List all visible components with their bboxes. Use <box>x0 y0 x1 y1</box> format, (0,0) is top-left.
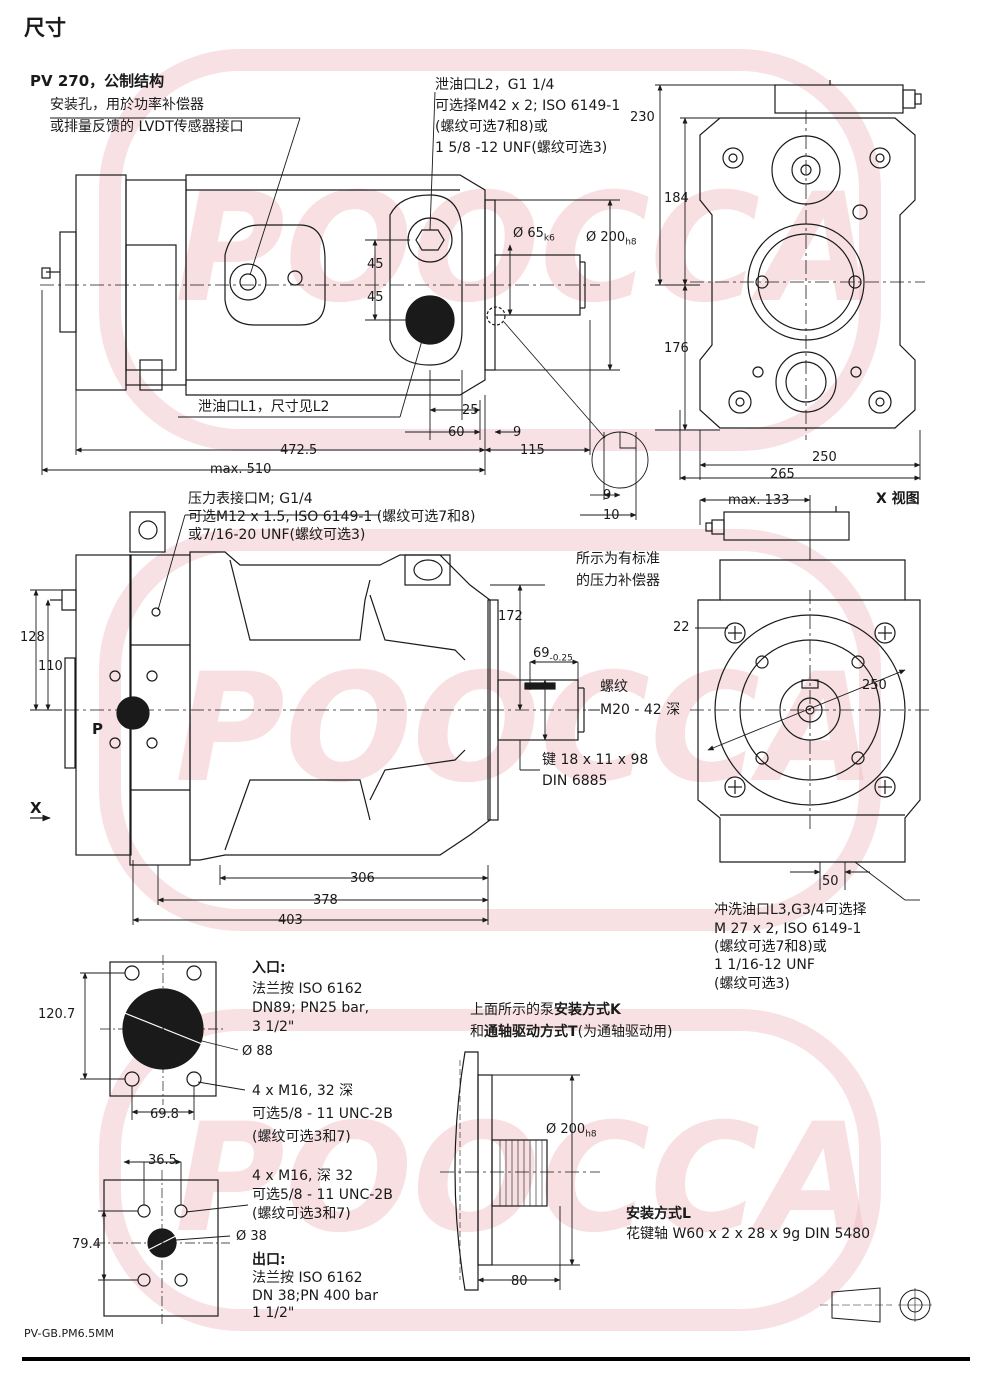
compensator-note-1: 所示为有标准 <box>576 551 660 567</box>
mount-l-title: 安装方式L <box>626 1206 691 1222</box>
dim-max-133: max. 133 <box>728 493 790 508</box>
pressure-port-label: P <box>92 720 103 738</box>
outlet-line-2: DN 38;PN 400 bar <box>252 1288 378 1304</box>
detail-dim-10: 10 <box>603 508 620 523</box>
outlet-line-3: 1 1/2" <box>252 1305 295 1321</box>
dim-36-5: 36.5 <box>148 1153 177 1168</box>
dim-45-up: 45 <box>367 257 384 272</box>
dim-472-5: 472.5 <box>280 443 318 458</box>
inlet-bolts-3: (螺纹可选3和7) <box>252 1129 351 1145</box>
drain-l2-note-1: 泄油口L2，G1 1/4 <box>435 77 555 93</box>
compensator-note-2: 的压力补偿器 <box>576 573 660 589</box>
drain-l2-note-4: 1 5/8 -12 UNF(螺纹可选3) <box>435 140 608 156</box>
dim-250-pcd: 250 <box>862 678 887 693</box>
dim-184: 184 <box>664 191 689 206</box>
svg-text:POOCCA: POOCCA <box>175 162 876 336</box>
dim-176: 176 <box>664 341 689 356</box>
detail-dim-9: 9 <box>603 488 612 503</box>
dim-45-down: 45 <box>367 290 384 305</box>
outlet-bolts-2: 可选5/8 - 11 UNC-2B <box>252 1187 393 1203</box>
dim-79-4: 79.4 <box>72 1237 101 1252</box>
inlet-line-1: 法兰按 ISO 6162 <box>252 981 363 997</box>
inlet-line-3: 3 1/2" <box>252 1019 295 1035</box>
dim-172: 172 <box>498 609 523 624</box>
dim-max-510: max. 510 <box>210 462 272 477</box>
dim-306: 306 <box>350 871 375 886</box>
inlet-bolts-2: 可选5/8 - 11 UNC-2B <box>252 1106 393 1122</box>
flush-note-3: (螺纹可选7和8)或 <box>714 939 827 955</box>
shaft-diameter-label: Ø 65k6 <box>513 226 555 244</box>
dim-60: 60 <box>448 425 465 440</box>
flush-note-4: 1 1/16-12 UNF <box>714 957 815 973</box>
pilot-diameter-label: Ø 200h8 <box>586 230 637 248</box>
dim-230: 230 <box>630 110 655 125</box>
dim-378: 378 <box>313 893 338 908</box>
dim-50: 50 <box>822 874 839 889</box>
flush-note-2: M 27 x 2, ISO 6149-1 <box>714 921 862 937</box>
outlet-bolts-3: (螺纹可选3和7) <box>252 1206 351 1222</box>
dim-22: 22 <box>673 620 690 635</box>
gauge-port-note-3: 或7/16-20 UNF(螺纹可选3) <box>188 527 366 543</box>
dim-110: 110 <box>38 659 63 674</box>
outlet-bolts-1: 4 x M16, 深 32 <box>252 1168 354 1184</box>
flush-note-5: (螺纹可选3) <box>714 976 790 992</box>
key-note-1: 键 18 x 11 x 98 <box>542 752 649 768</box>
side-view-body <box>30 511 600 866</box>
top-view-body <box>40 174 606 439</box>
inlet-diameter: Ø 88 <box>242 1044 273 1059</box>
dim-115: 115 <box>520 443 545 458</box>
inlet-bolts-1: 4 x M16, 32 深 <box>252 1083 354 1099</box>
thread-note-1: 螺纹 <box>600 679 628 695</box>
thread-note-2: M20 - 42 深 <box>600 702 681 718</box>
dim-25: 25 <box>462 403 479 418</box>
drain-l2-note-3: (螺纹可选7和8)或 <box>435 119 548 135</box>
mount-l-desc: 花键轴 W60 x 2 x 28 x 9g DIN 5480 <box>626 1226 871 1242</box>
dim-403: 403 <box>278 913 303 928</box>
dim-128: 128 <box>20 630 45 645</box>
outlet-diameter: Ø 38 <box>236 1229 267 1244</box>
mount-hole-note-2: 或排量反馈的 LVDT传感器接口 <box>50 119 244 135</box>
dim-250: 250 <box>812 450 837 465</box>
x-view-arrow-label: X <box>30 799 42 817</box>
flush-note-1: 冲洗油口L3,G3/4可选择 <box>714 902 867 918</box>
dim-265: 265 <box>770 467 795 482</box>
x-view-title: X 视图 <box>876 491 920 507</box>
through-drive-drawing <box>440 1051 600 1291</box>
drain-l1-note: 泄油口L1，尺寸见L2 <box>198 399 330 415</box>
model-subtitle: PV 270，公制结构 <box>30 72 165 90</box>
through-drive-note-2: 和通轴驱动方式T(为通轴驱动用) <box>470 1024 673 1040</box>
gauge-port-note-1: 压力表接口M; G1/4 <box>188 491 313 507</box>
through-drive-note-1: 上面所示的泵安装方式K <box>470 1002 621 1018</box>
drain-l2-note-2: 可选择M42 x 2; ISO 6149-1 <box>435 98 621 114</box>
bottom-rule <box>22 1357 970 1361</box>
key-note-2: DIN 6885 <box>542 773 608 789</box>
gauge-port-note-2: 可选M12 x 1.5, ISO 6149-1 (螺纹可选7和8) <box>188 509 476 525</box>
outlet-heading: 出口: <box>252 1252 286 1268</box>
dim-80: 80 <box>511 1274 528 1289</box>
dim-9: 9 <box>513 425 522 440</box>
svg-text:POOCCA: POOCCA <box>175 1092 876 1266</box>
dim-69: 69-0.25 <box>533 646 573 664</box>
inlet-heading: 入口: <box>252 960 286 976</box>
projection-symbol <box>820 1287 932 1323</box>
inlet-line-2: DN89; PN25 bar, <box>252 1000 370 1016</box>
outlet-flange-drawing <box>95 1170 230 1325</box>
outlet-line-1: 法兰按 ISO 6162 <box>252 1270 363 1286</box>
end-view-body <box>690 80 925 440</box>
inlet-flange-drawing <box>100 955 225 1105</box>
page-title: 尺寸 <box>24 16 66 40</box>
through-drive-pilot-diameter: Ø 200h8 <box>546 1122 597 1140</box>
dim-120-7: 120.7 <box>38 1007 76 1022</box>
dim-69-8: 69.8 <box>150 1107 179 1122</box>
mount-hole-note-1: 安装孔，用於功率补偿器 <box>50 97 204 113</box>
footer-code: PV-GB.PM6.5MM <box>24 1327 115 1340</box>
